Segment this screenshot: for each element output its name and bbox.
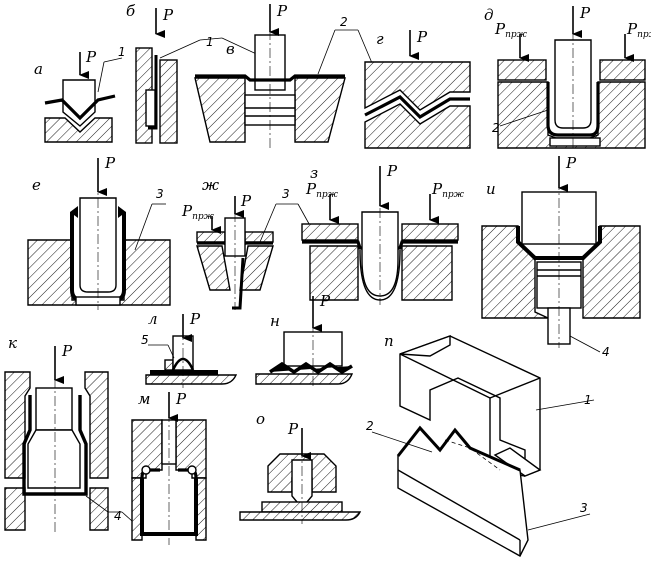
scheme-n: P н bbox=[255, 292, 354, 388]
scheme-l: P л 5 bbox=[141, 310, 238, 388]
view-label-p: п bbox=[384, 332, 394, 350]
view-label-i: и bbox=[486, 180, 496, 198]
callout-5-l: 5 bbox=[141, 333, 149, 347]
holddown-label-d-right: P bbox=[626, 20, 638, 38]
force-label-l: P bbox=[189, 310, 201, 328]
force-label-a: P bbox=[85, 48, 97, 66]
scheme-z: P Pпрж Pпрж з bbox=[301, 162, 465, 305]
holddown-label-zh: P bbox=[181, 202, 193, 220]
force-label-n: P bbox=[319, 292, 331, 310]
holddown-label-z-left: P bbox=[305, 180, 317, 198]
force-label-z: P bbox=[386, 162, 398, 180]
scheme-b: P б bbox=[126, 2, 178, 144]
force-label-m: P bbox=[175, 390, 187, 408]
holddown-sub-d-right: прж bbox=[637, 30, 651, 40]
force-label-k: P bbox=[61, 342, 73, 360]
callout-4-i: 4 bbox=[602, 345, 610, 359]
callout-4-km-label: 4 bbox=[114, 509, 122, 523]
view-label-b: б bbox=[126, 2, 136, 20]
holddown-label-d-left: P bbox=[494, 20, 506, 38]
svg-text:Pпрж: Pпрж bbox=[494, 20, 528, 40]
callout-1-bv: 1 bbox=[206, 35, 214, 49]
holddown-label-z-right: P bbox=[431, 180, 443, 198]
callout-2-p: 2 bbox=[366, 419, 374, 433]
view-label-a: а bbox=[34, 60, 43, 78]
callout-3-e: 3 bbox=[156, 187, 164, 201]
svg-text:Pпрж: Pпрж bbox=[431, 180, 465, 200]
scheme-k: P к bbox=[4, 334, 109, 532]
scheme-m: P м bbox=[131, 390, 207, 545]
view-label-e: е bbox=[32, 176, 41, 194]
view-label-n: н bbox=[270, 312, 280, 330]
scheme-i: P и 4 bbox=[481, 154, 641, 359]
force-label-e: P bbox=[104, 154, 116, 172]
view-label-l: л bbox=[148, 310, 158, 328]
scheme-o: P о bbox=[239, 410, 362, 524]
scheme-p: п 1 2 3 bbox=[366, 332, 595, 557]
svg-text:Pпрж: Pпрж bbox=[305, 180, 339, 200]
force-label-o: P bbox=[287, 420, 299, 438]
callout-3-p: 3 bbox=[580, 501, 588, 515]
scheme-v: P в bbox=[194, 2, 346, 148]
force-label-v: P bbox=[276, 2, 288, 20]
callout-1-shared: 1 bbox=[159, 35, 266, 59]
scheme-e: P е 3 bbox=[27, 154, 171, 310]
view-label-m: м bbox=[138, 390, 150, 408]
view-label-o: о bbox=[256, 410, 265, 428]
scheme-zh: P Pпрж ж bbox=[181, 176, 274, 310]
scheme-g: P г bbox=[364, 28, 471, 149]
force-label-zh: P bbox=[240, 192, 252, 210]
callout-1-p: 1 bbox=[584, 393, 592, 407]
holddown-sub-d-left: прж bbox=[505, 30, 528, 40]
holddown-sub-zh: прж bbox=[192, 212, 215, 222]
callout-3-zhz: 3 bbox=[282, 187, 290, 201]
force-label-d: P bbox=[579, 4, 591, 22]
view-label-g: г bbox=[376, 30, 384, 48]
scheme-d: P Pпрж Pпрж д 2 bbox=[484, 4, 651, 150]
view-label-d: д bbox=[484, 6, 494, 24]
force-label-g: P bbox=[416, 28, 428, 46]
view-label-v: в bbox=[226, 40, 235, 58]
svg-text:Pпрж: Pпрж bbox=[181, 202, 215, 222]
view-label-k: к bbox=[8, 334, 17, 352]
callout-2-vg-label: 2 bbox=[340, 15, 348, 29]
svg-text:Pпрж: Pпрж bbox=[626, 20, 651, 40]
callout-2-d: 2 bbox=[492, 121, 500, 135]
view-label-z: з bbox=[310, 164, 318, 182]
scheme-a: P а 1 bbox=[34, 45, 126, 143]
force-label-i: P bbox=[565, 154, 577, 172]
force-label-b: P bbox=[162, 6, 174, 24]
holddown-sub-z-right: прж bbox=[442, 190, 465, 200]
view-label-zh: ж bbox=[202, 176, 219, 194]
callout-1-a: 1 bbox=[118, 45, 126, 59]
holddown-sub-z-left: прж bbox=[316, 190, 339, 200]
